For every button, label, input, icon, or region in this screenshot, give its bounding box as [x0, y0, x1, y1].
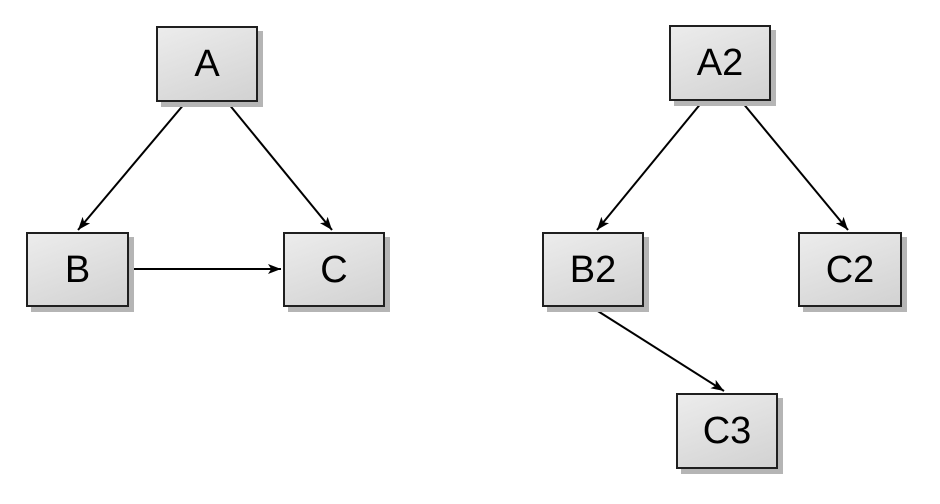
edge-A2-C2: [741, 101, 849, 231]
edge-B2-C3: [592, 307, 725, 392]
node-A[interactable]: A: [156, 26, 258, 102]
node-label-C3: C3: [702, 410, 752, 452]
node-A2[interactable]: A2: [669, 25, 771, 101]
node-label-B2: B2: [569, 248, 617, 291]
node-C[interactable]: C: [283, 232, 385, 307]
node-B[interactable]: B: [26, 232, 129, 307]
node-B2[interactable]: B2: [542, 232, 644, 307]
edge-A-B: [77, 102, 186, 231]
edge-A-C: [227, 102, 333, 231]
node-label-B: B: [64, 248, 91, 291]
node-C3[interactable]: C3: [676, 393, 778, 469]
node-label-C2: C2: [825, 248, 875, 291]
node-label-A2: A2: [696, 42, 744, 84]
node-label-C: C: [320, 248, 348, 291]
node-C2[interactable]: C2: [798, 232, 902, 307]
edges-group: [77, 101, 849, 392]
edge-A2-B2: [596, 101, 703, 231]
node-label-A: A: [194, 43, 220, 85]
